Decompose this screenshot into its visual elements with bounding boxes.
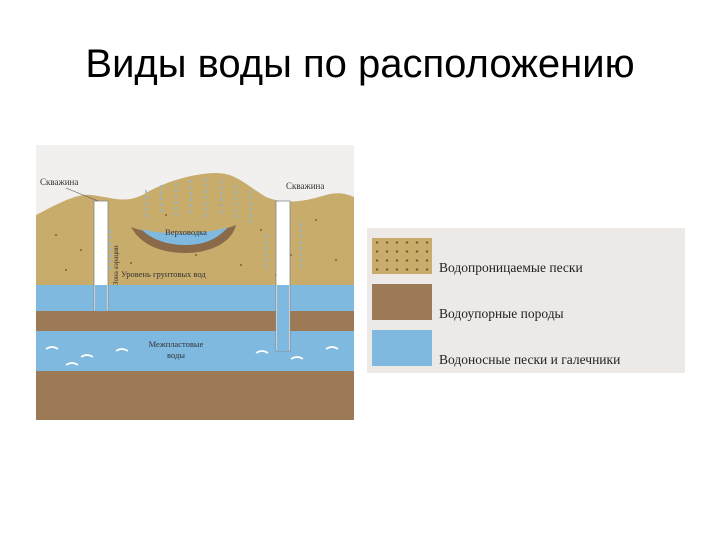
legend: Водопроницаемые пески Водоупорные породы… — [367, 228, 685, 373]
left-well-pointer — [65, 187, 99, 202]
left-well-label: Скважина — [40, 177, 78, 187]
legend-label-sand: Водопроницаемые пески — [439, 260, 583, 275]
legend-label-aquifer: Водоносные пески и галечники — [439, 352, 621, 367]
legend-swatch-aquifer — [372, 330, 432, 366]
legend-swatch-sand — [372, 238, 432, 274]
legend-swatch-rock — [372, 284, 432, 320]
interstratal-label-line2: воды — [167, 350, 185, 360]
interstratal-aquifer — [36, 331, 354, 371]
right-well-label: Скважина — [286, 181, 324, 191]
perched-water-label: Верховодка — [165, 227, 207, 237]
legend-label-rock: Водоупорные породы — [439, 306, 564, 321]
impermeable-layer-2 — [36, 371, 354, 420]
groundwater-diagram: Верховодка Уровень грунтовых вод Межплас… — [36, 145, 354, 420]
right-well-water — [277, 285, 289, 351]
water-flow-marks — [45, 346, 339, 366]
capillary-zone-label: Зона аэрации — [112, 245, 120, 285]
upper-aquifer — [36, 285, 354, 311]
left-well-water — [95, 285, 107, 311]
groundwater-level-label: Уровень грунтовых вод — [121, 269, 206, 279]
slide-title: Виды воды по расположению — [85, 42, 635, 86]
impermeable-layer-1 — [36, 311, 354, 331]
interstratal-label-line1: Межпластовые — [149, 339, 204, 349]
perched-water-lens — [141, 227, 228, 245]
sand-layer — [36, 173, 354, 285]
